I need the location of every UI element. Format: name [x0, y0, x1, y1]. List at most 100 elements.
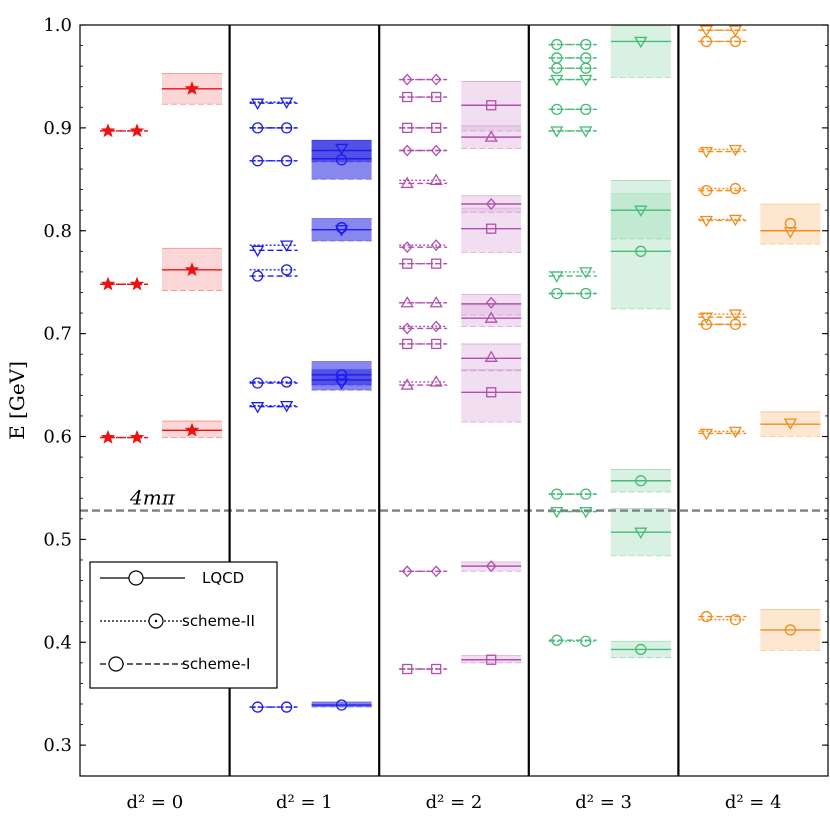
- y-tick-label: 0.9: [43, 118, 72, 139]
- triangle-up-marker: [484, 350, 498, 362]
- triangle-down-marker: [699, 25, 714, 37]
- triangle-down-marker: [783, 227, 798, 239]
- triangle-down-marker: [250, 402, 265, 414]
- star-marker: [129, 429, 145, 444]
- triangle-up-marker: [429, 295, 443, 308]
- y-tick-label: 0.4: [43, 632, 72, 653]
- y-tick-label: 0.6: [43, 427, 72, 448]
- lqcd-error-band: [461, 81, 522, 131]
- category-tick-label: d² = 3: [575, 792, 632, 813]
- diamond-marker: [485, 296, 497, 309]
- square-marker: [402, 258, 413, 269]
- circle-marker: [700, 318, 713, 331]
- markers: [100, 25, 798, 713]
- star-marker: [184, 81, 200, 95]
- circle-marker: [580, 52, 592, 64]
- circle-marker: [580, 103, 592, 116]
- triangle-down-marker: [579, 126, 593, 138]
- circle-marker: [280, 701, 293, 713]
- circle-marker: [551, 287, 563, 300]
- circle-marker: [729, 182, 742, 195]
- star-marker: [100, 276, 116, 291]
- square-marker: [402, 91, 413, 103]
- circle-marker: [551, 38, 563, 51]
- circle-marker: [251, 270, 264, 282]
- diamond-marker: [401, 241, 413, 254]
- triangle-down-marker: [579, 74, 593, 87]
- square-marker: [486, 654, 497, 665]
- circle-marker: [551, 634, 563, 646]
- circle-marker: [280, 264, 293, 276]
- diamond-marker: [401, 322, 413, 335]
- lqcd-error-band: [610, 25, 671, 78]
- lqcd-error-band: [461, 294, 522, 316]
- lqcd-error-band: [461, 369, 522, 423]
- square-marker: [402, 338, 413, 350]
- triangle-up-marker: [484, 130, 498, 142]
- legend-entry-label: scheme-II: [182, 612, 255, 630]
- diamond-marker: [430, 320, 442, 333]
- triangle-down-marker: [634, 205, 648, 217]
- triangle-up-marker: [400, 176, 414, 189]
- square-marker: [431, 122, 442, 134]
- star-marker: [184, 422, 200, 437]
- threshold-layer: 4mπ: [80, 486, 828, 512]
- square-marker: [431, 258, 442, 269]
- diamond-marker: [430, 73, 442, 86]
- lqcd-error-band: [461, 208, 522, 253]
- circle-marker: [551, 103, 563, 116]
- lqcd-error-band: [311, 361, 372, 386]
- triangle-down-marker: [279, 240, 294, 252]
- circle-marker: [251, 377, 264, 389]
- circle-marker: [280, 155, 293, 167]
- triangle-down-marker: [334, 225, 349, 237]
- star-marker: [100, 123, 116, 138]
- triangle-down-marker: [334, 143, 349, 156]
- circle-marker: [729, 613, 742, 626]
- circle-marker: [251, 701, 264, 713]
- triangle-down-marker: [579, 506, 593, 519]
- y-tick-label: 0.3: [43, 735, 72, 756]
- lqcd-error-band: [461, 304, 522, 327]
- circle-marker: [700, 184, 713, 197]
- threshold-label: 4mπ: [129, 486, 176, 510]
- triangle-down-marker: [783, 418, 798, 430]
- triangle-up-marker: [400, 378, 414, 390]
- circle-marker: [280, 122, 293, 134]
- circle-marker: [551, 488, 563, 500]
- triangle-up-marker: [400, 295, 414, 308]
- plot-frame: [79, 24, 829, 777]
- circle-marker: [551, 52, 563, 64]
- square-marker: [431, 663, 442, 675]
- y-tick-label: 0.5: [43, 529, 72, 550]
- square-marker: [486, 387, 497, 398]
- triangle-down-marker: [634, 36, 648, 49]
- diamond-marker: [401, 73, 413, 86]
- y-axis-title: E [GeV]: [5, 361, 29, 440]
- triangle-down-marker: [279, 97, 294, 109]
- category-tick-label: d² = 4: [725, 792, 782, 813]
- triangle-down-marker: [728, 214, 743, 227]
- triangle-down-marker: [550, 126, 564, 138]
- diamond-marker: [430, 239, 442, 252]
- triangle-down-marker: [699, 146, 714, 159]
- circle-marker: [251, 155, 264, 167]
- triangle-up-marker: [429, 375, 443, 387]
- y-tick-label: 0.8: [43, 221, 72, 242]
- circle-marker: [635, 245, 647, 257]
- y-tick-label: 0.7: [43, 324, 72, 345]
- diamond-marker: [485, 560, 497, 573]
- circle-marker: [635, 643, 647, 656]
- diamond-marker: [485, 198, 497, 210]
- category-tick-label: d² = 2: [426, 792, 483, 813]
- triangle-down-marker: [550, 74, 564, 87]
- legend-circle-icon: [128, 570, 144, 586]
- circle-marker: [335, 374, 348, 386]
- legend-circle-icon: [108, 656, 124, 672]
- circle-marker: [335, 369, 348, 381]
- circle-marker: [335, 699, 348, 711]
- square-marker: [486, 100, 497, 111]
- triangle-down-marker: [728, 25, 743, 37]
